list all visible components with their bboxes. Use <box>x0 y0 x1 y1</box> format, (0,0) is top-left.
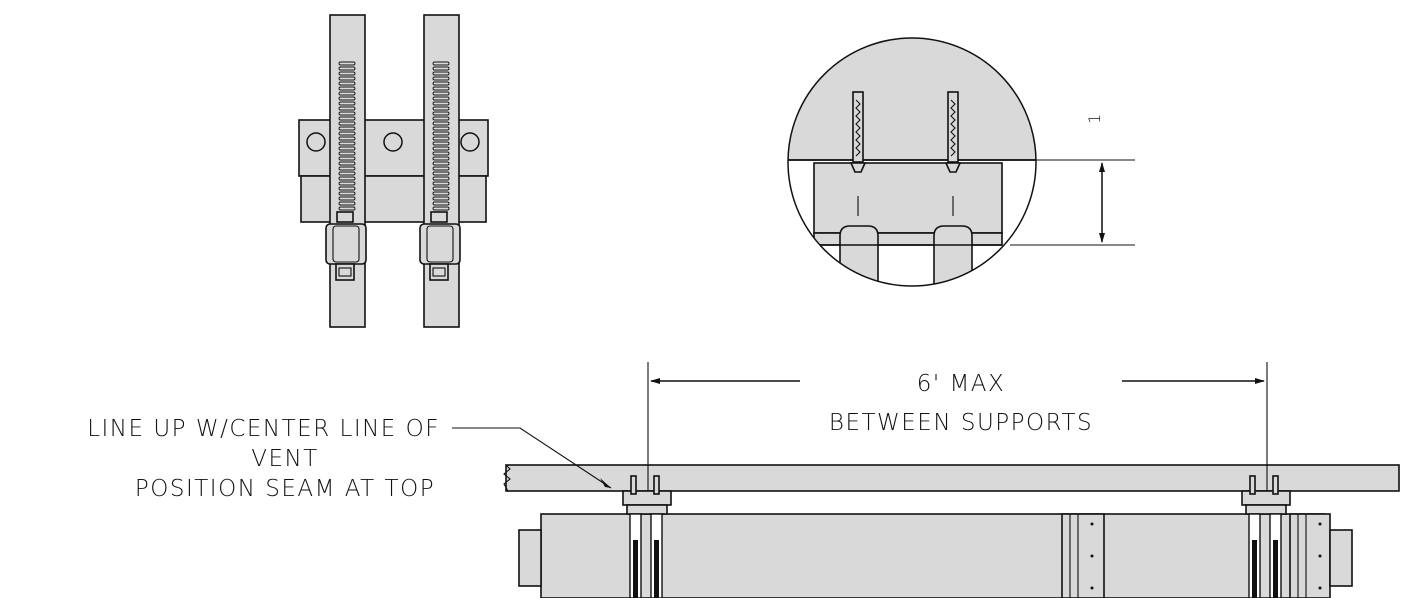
strap-serration <box>432 171 450 176</box>
strap-serration <box>432 136 450 141</box>
strap-serration <box>432 71 450 76</box>
strap-serration <box>432 161 450 166</box>
strap-serration <box>432 96 450 101</box>
dimension-label: 1 <box>1085 112 1104 124</box>
strap-serration <box>338 191 356 196</box>
strap-serration <box>338 166 356 171</box>
strap-serration <box>432 106 450 111</box>
strap-serration <box>338 126 356 131</box>
strap-serration <box>432 66 450 71</box>
joist <box>505 464 1400 492</box>
max-spacing-sublabel: BETWEEN SUPPORTS <box>829 410 1093 436</box>
strap-serration <box>338 61 356 66</box>
strap-serration <box>338 106 356 111</box>
strap-serration <box>338 146 356 151</box>
strap-serration <box>338 86 356 91</box>
strap-serration <box>338 136 356 141</box>
hose-clamp-strap-left <box>325 14 367 328</box>
strap-serration <box>338 66 356 71</box>
strap-serration <box>432 146 450 151</box>
strap-serration <box>338 76 356 81</box>
vent-elevation-view: 6' MAX BETWEEN SUPPORTS LINE UP W/CENTER… <box>87 362 1400 598</box>
strap-serration <box>432 86 450 91</box>
strap-serration <box>338 121 356 126</box>
strap-serration <box>338 171 356 176</box>
strap-serration <box>432 151 450 156</box>
strap-serration <box>432 191 450 196</box>
note-line-3: POSITION SEAM AT TOP <box>135 476 435 502</box>
vent-joint <box>1061 513 1105 598</box>
strap-serration <box>432 101 450 106</box>
strap-serration <box>432 196 450 201</box>
note-line-2: VENT <box>251 446 319 472</box>
strap-serration <box>338 101 356 106</box>
max-spacing-label: 6' MAX <box>917 371 1006 397</box>
mounting-hole <box>383 132 403 152</box>
strap-serration <box>338 96 356 101</box>
clamp-housing <box>325 223 367 265</box>
strap-serration <box>432 121 450 126</box>
note-line-1: LINE UP W/CENTER LINE OF <box>87 416 440 442</box>
hose-clamp-strap-right <box>419 14 461 328</box>
strap-serration <box>432 201 450 206</box>
clamp-housing <box>419 223 461 265</box>
strap-serration <box>338 116 356 121</box>
strap-serration <box>432 131 450 136</box>
strap-serration <box>338 71 356 76</box>
strap-serration <box>338 206 356 211</box>
strap-serration <box>338 161 356 166</box>
strap-serration <box>432 186 450 191</box>
strap-serration <box>338 176 356 181</box>
strap-serration <box>338 151 356 156</box>
strap-serration <box>432 156 450 161</box>
strap-serration <box>432 116 450 121</box>
strap-serration <box>432 91 450 96</box>
strap-serration <box>432 126 450 131</box>
strap-serration <box>432 76 450 81</box>
strap-serration <box>338 141 356 146</box>
strap-serration <box>432 111 450 116</box>
strap-serration <box>338 81 356 86</box>
support-bracket-left <box>622 475 672 598</box>
strap-serration <box>338 111 356 116</box>
support-bracket-right <box>1241 475 1291 598</box>
strap-serration <box>338 181 356 186</box>
strap-serration <box>338 91 356 96</box>
vent-end-joint <box>1289 513 1331 598</box>
strap-serration <box>432 166 450 171</box>
strap-serration <box>432 176 450 181</box>
strap-serration <box>338 131 356 136</box>
bracket-front-view <box>298 14 489 328</box>
strap-serration <box>432 141 450 146</box>
vent-pipe-end-cap <box>518 529 542 587</box>
strap-serration <box>338 196 356 201</box>
strap-serration <box>338 186 356 191</box>
strap-serration <box>432 81 450 86</box>
mounting-hole <box>306 132 326 152</box>
strap-serration <box>432 206 450 211</box>
strap-serration <box>432 61 450 66</box>
strap-serration <box>432 181 450 186</box>
mounting-hole <box>460 132 480 152</box>
strap-serration <box>338 201 356 206</box>
strap-serration <box>338 156 356 161</box>
detail-circle-view: 1 <box>787 37 1135 287</box>
